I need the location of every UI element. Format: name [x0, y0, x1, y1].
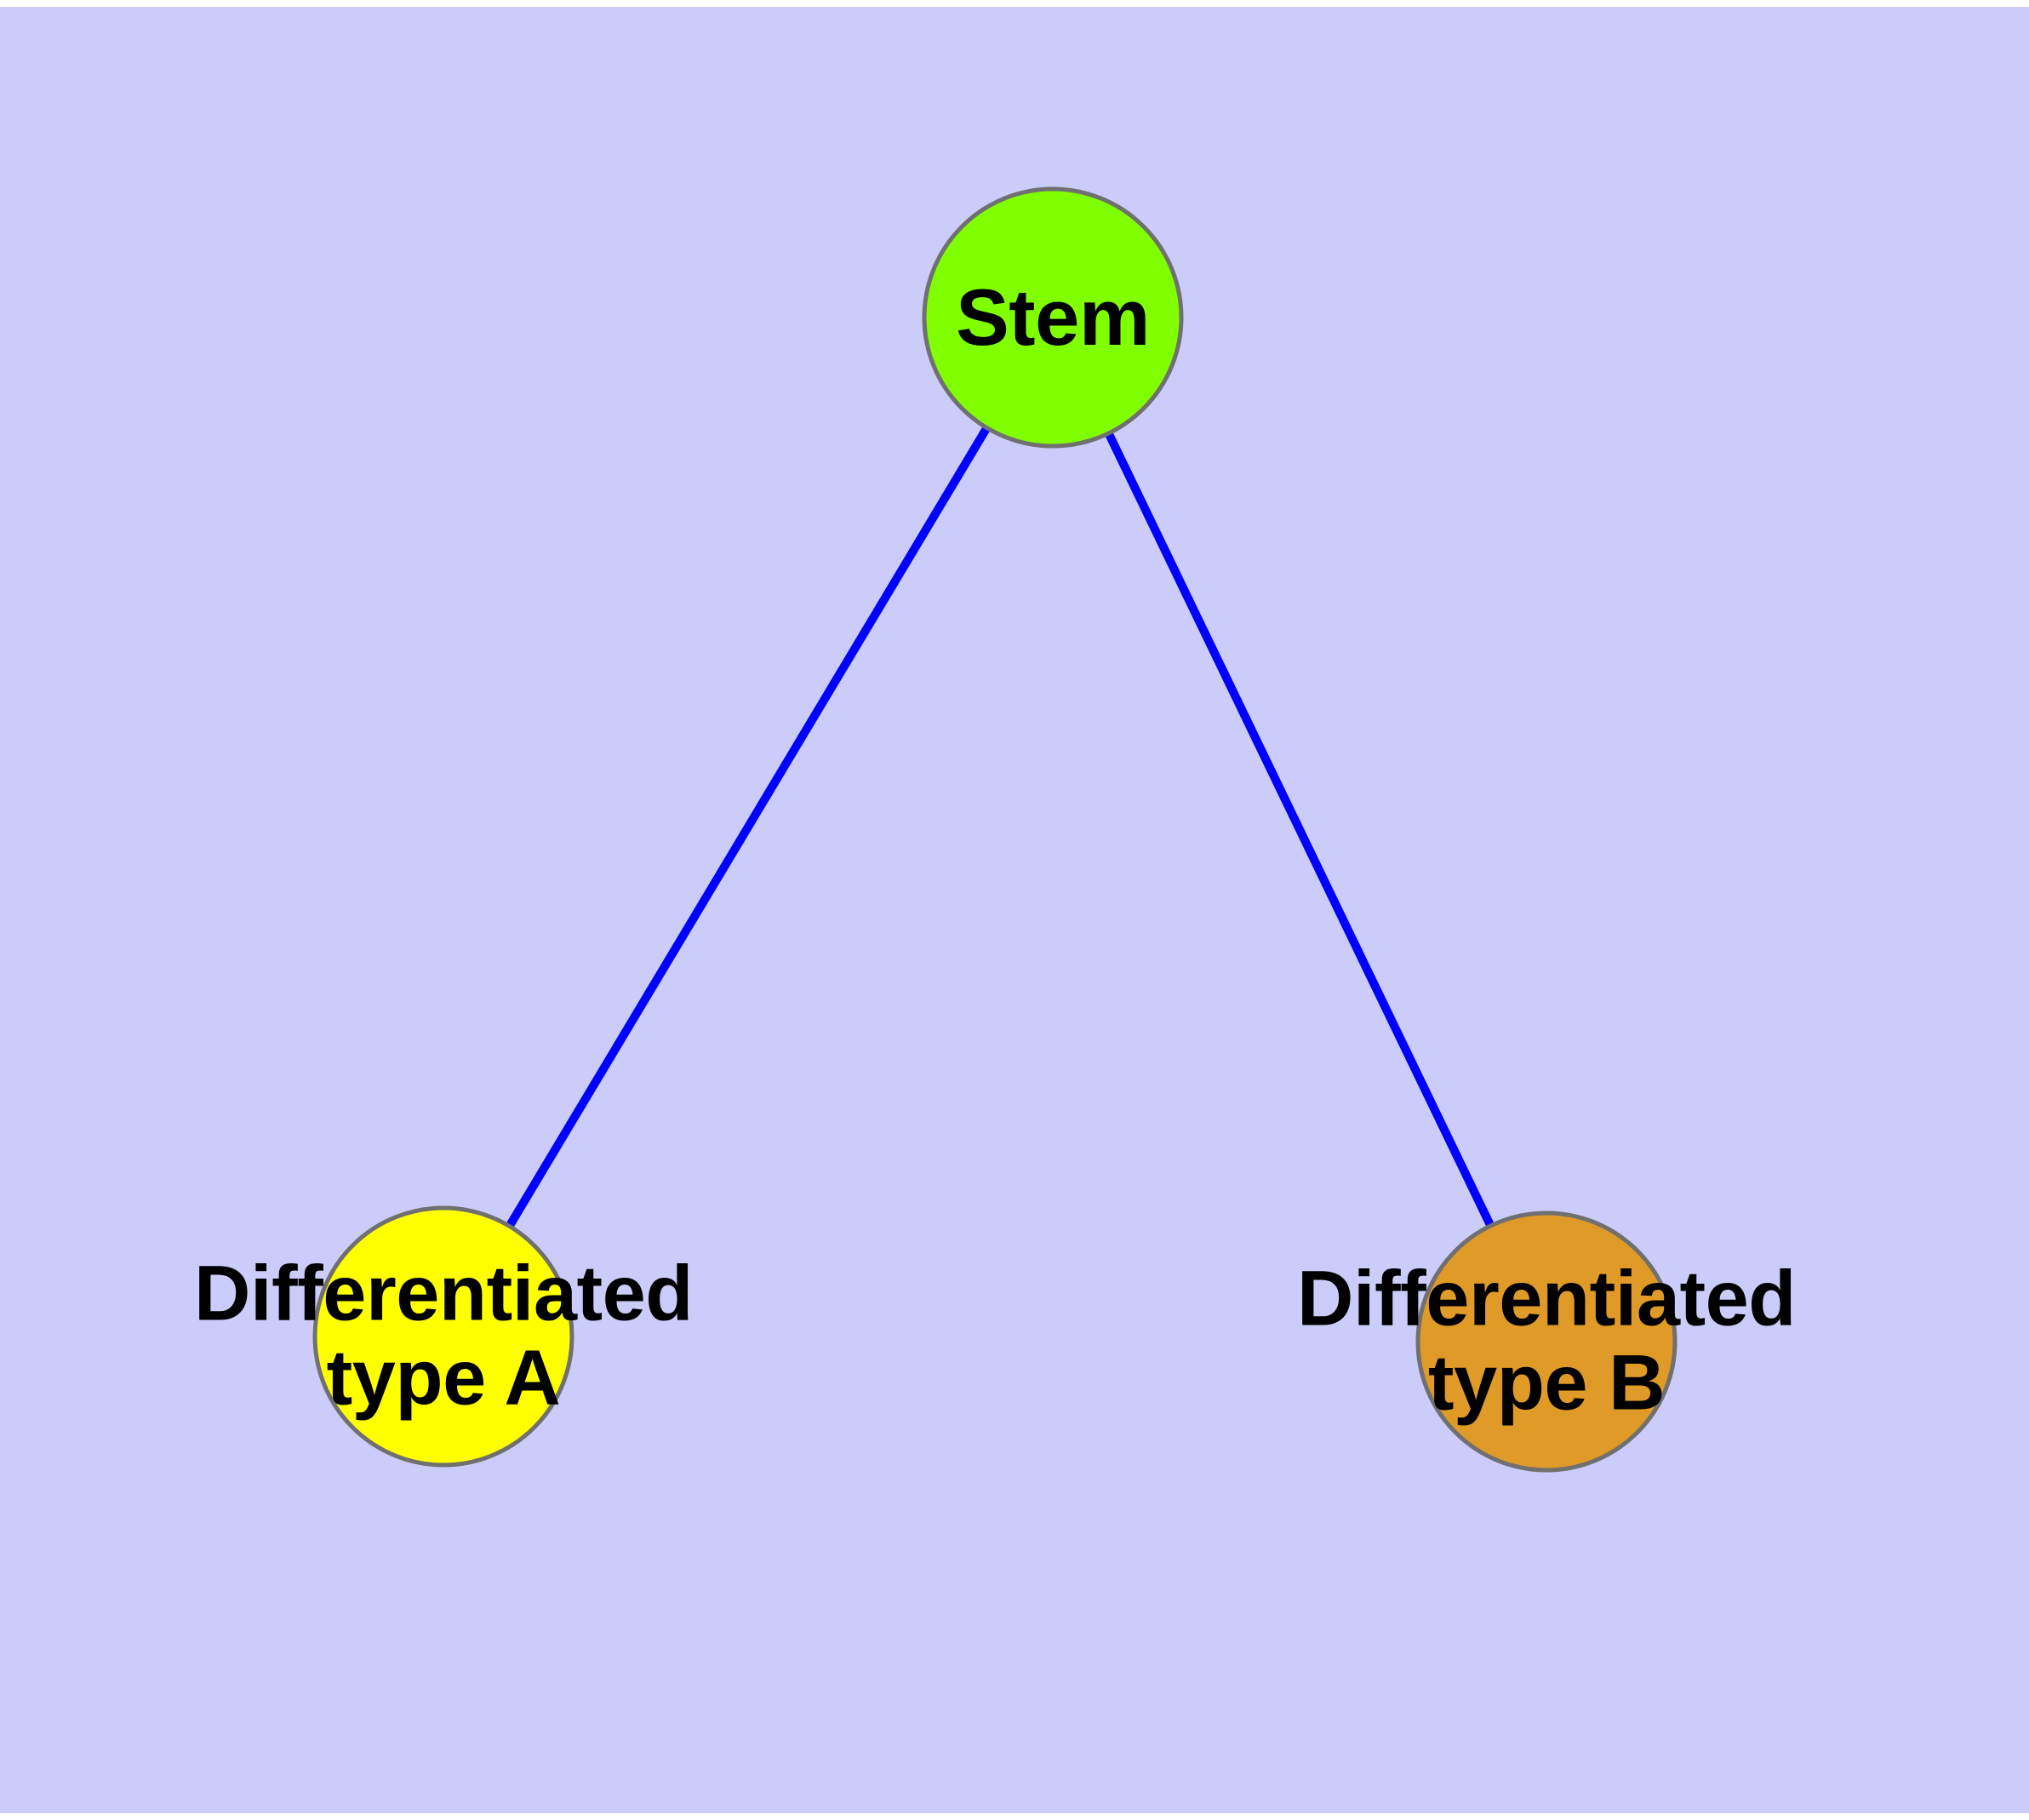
node-stem[interactable]: [922, 186, 1184, 449]
edge-stem-to-differentiated-b[interactable]: [1049, 315, 1551, 1344]
node-differentiated-type-b[interactable]: [1415, 1210, 1677, 1473]
node-differentiated-type-a[interactable]: [312, 1205, 574, 1468]
edge-layer: [439, 315, 1551, 1344]
edge-stem-to-differentiated-a[interactable]: [439, 315, 1057, 1339]
node-layer: [312, 186, 1677, 1473]
